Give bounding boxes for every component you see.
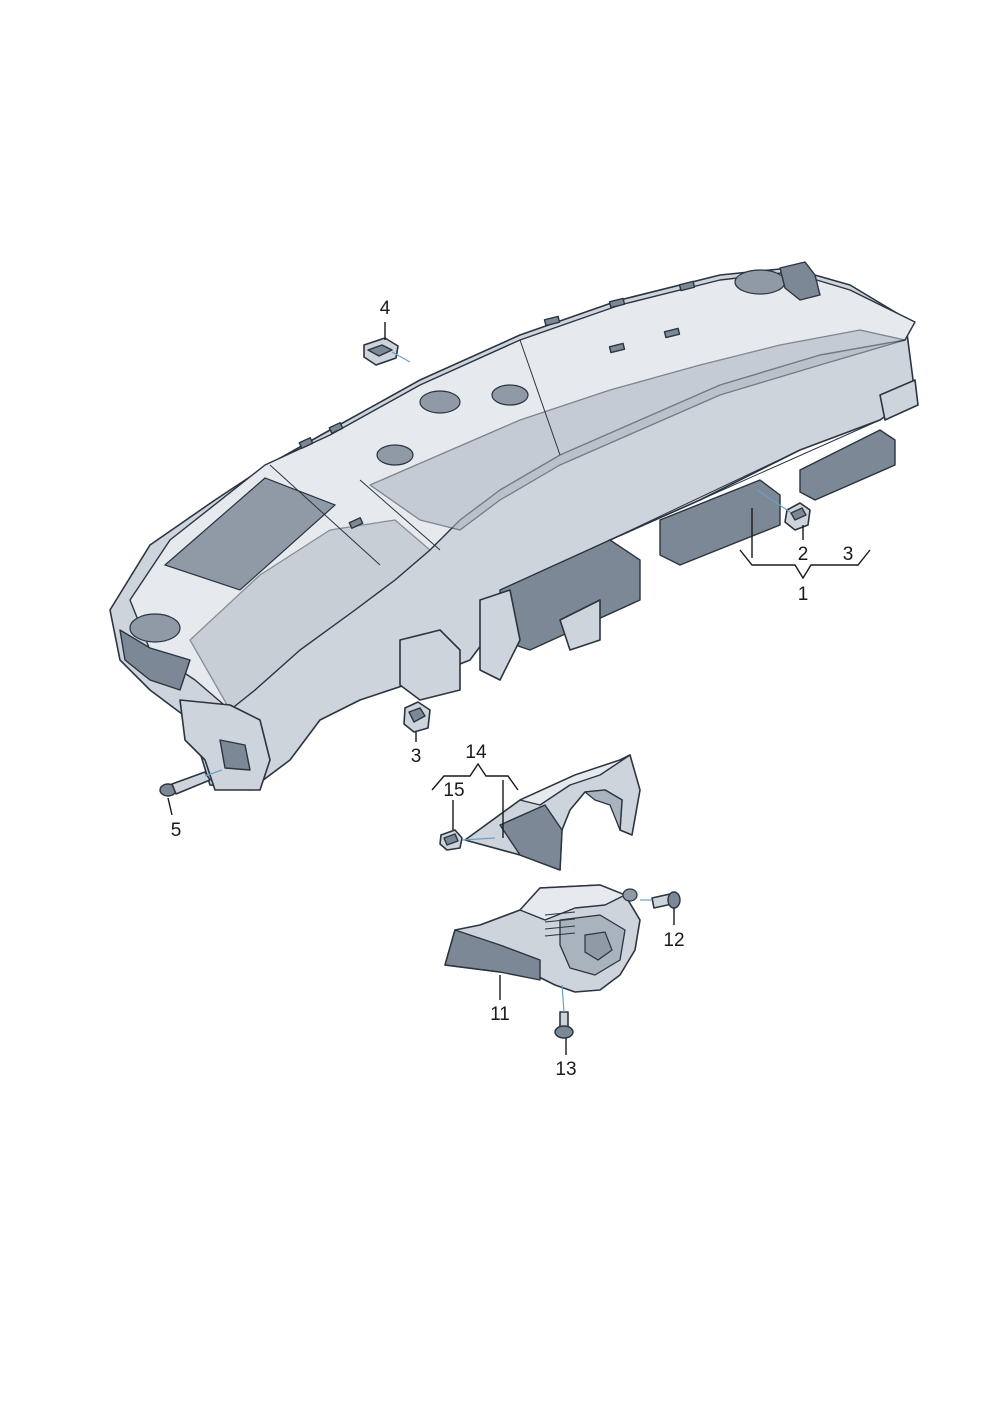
clip-part-2[interactable]: [784, 502, 811, 531]
screw-part-12[interactable]: [651, 891, 681, 909]
leader-5: [167, 797, 173, 816]
leader-15-part: [461, 837, 496, 841]
callout-1: 1: [798, 584, 809, 605]
callout-12: 12: [663, 930, 684, 951]
leader-5-part: [204, 769, 223, 777]
callout-14: 14: [465, 742, 487, 763]
clip-part-15[interactable]: [439, 829, 463, 851]
clip-part-3[interactable]: [403, 701, 431, 733]
callout-5: 5: [171, 820, 182, 841]
callout-3-right: 3: [843, 544, 854, 565]
leader-4-part: [391, 351, 411, 363]
screw-part-5[interactable]: [159, 771, 211, 797]
clip-part-4[interactable]: [363, 337, 399, 366]
callout-11: 11: [490, 1004, 510, 1025]
leader-13-part: [561, 984, 565, 1013]
leader-2-part: [756, 489, 791, 513]
bracket-14: [431, 762, 519, 791]
callout-15: 15: [443, 780, 464, 801]
bracket-1: [739, 549, 871, 580]
callout-4: 4: [380, 298, 391, 319]
screw-part-13[interactable]: [554, 1011, 574, 1039]
dashboard-carrier-part[interactable]: [109, 261, 919, 791]
steering-column-trim-lower-part[interactable]: [444, 884, 641, 993]
callout-13: 13: [555, 1059, 576, 1080]
callout-2: 2: [798, 544, 809, 565]
callout-3: 3: [411, 746, 422, 767]
steering-column-trim-upper-part[interactable]: [464, 754, 641, 871]
